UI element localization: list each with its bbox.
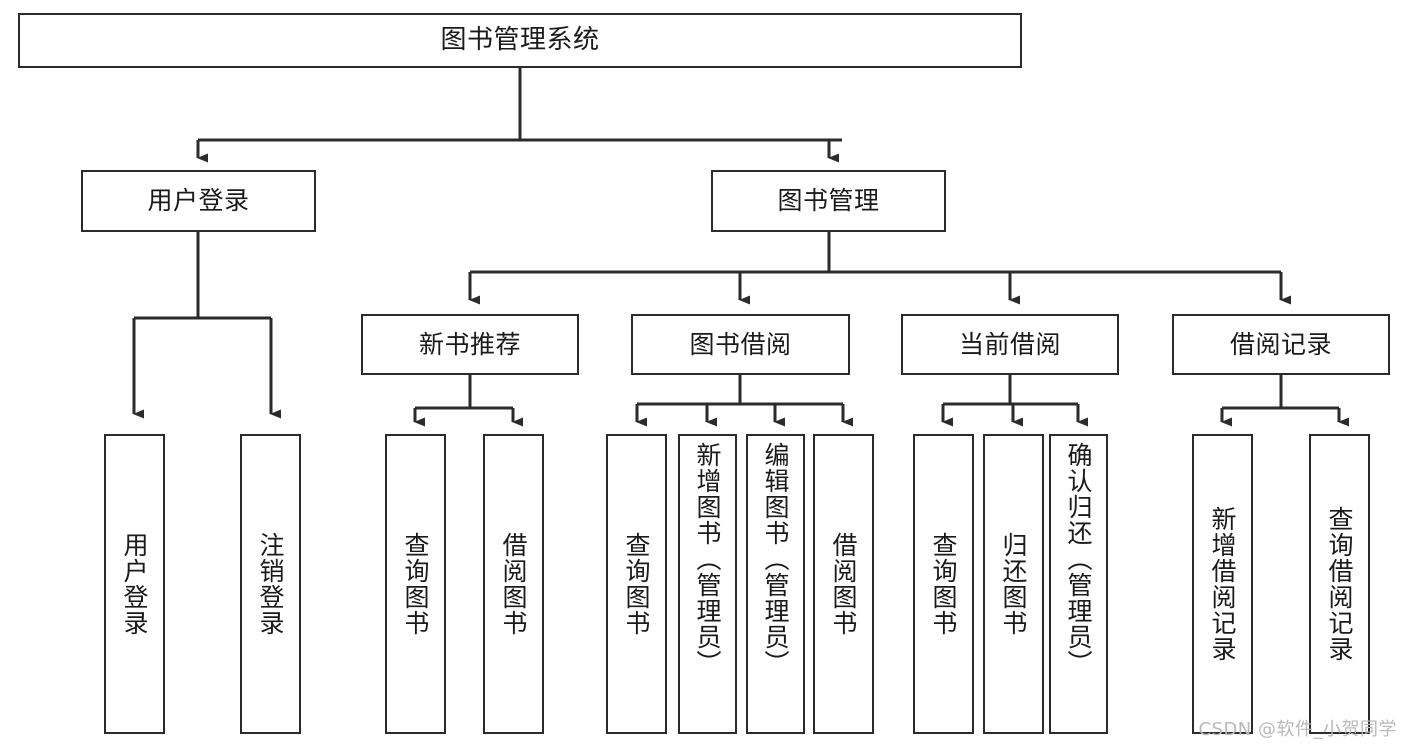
leaf-logout[interactable]: 注销登录 (240, 434, 301, 734)
leaf-confirm-return-admin[interactable]: 确认归还（管理员） (1049, 434, 1108, 734)
watermark-text: CSDN @软件_小贺同学 (1198, 719, 1397, 740)
leaf-query-book-recommend[interactable]: 查询图书 (385, 434, 446, 734)
node-label: 图书借阅 (689, 329, 792, 359)
leaf-borrow-book[interactable]: 借阅图书 (813, 434, 874, 734)
node-label: 借阅图书 (829, 532, 858, 636)
node-book-borrow[interactable]: 图书借阅 (631, 314, 850, 375)
node-new-book-recommend[interactable]: 新书推荐 (361, 314, 579, 375)
leaf-add-borrow-record[interactable]: 新增借阅记录 (1192, 434, 1253, 734)
node-label: 图书管理 (777, 186, 880, 215)
node-label: 新增借阅记录 (1208, 506, 1237, 662)
node-label: 用户登录 (120, 532, 149, 636)
node-label: 归还图书 (999, 532, 1028, 636)
node-root-system[interactable]: 图书管理系统 (18, 13, 1022, 68)
node-book-management[interactable]: 图书管理 (711, 170, 946, 232)
node-label: 注销登录 (256, 532, 285, 636)
node-label: 用户登录 (147, 186, 250, 215)
node-label: 借阅记录 (1229, 329, 1332, 359)
leaf-query-book-current[interactable]: 查询图书 (913, 434, 974, 734)
node-label: 当前借阅 (958, 329, 1061, 359)
node-current-borrow[interactable]: 当前借阅 (901, 314, 1119, 375)
leaf-query-book-borrow[interactable]: 查询图书 (606, 434, 667, 734)
leaf-user-login[interactable]: 用户登录 (104, 434, 165, 734)
node-label: 确认归还（管理员） (1064, 442, 1093, 676)
node-label: 查询图书 (622, 532, 651, 636)
leaf-edit-book-admin[interactable]: 编辑图书（管理员） (746, 434, 805, 734)
node-label: 查询借阅记录 (1325, 506, 1354, 662)
node-label: 借阅图书 (499, 532, 528, 636)
leaf-add-book-admin[interactable]: 新增图书（管理员） (678, 434, 737, 734)
node-label: 新增图书（管理员） (693, 442, 722, 676)
node-user-login[interactable]: 用户登录 (81, 170, 316, 232)
node-label: 新书推荐 (418, 329, 521, 359)
leaf-return-book[interactable]: 归还图书 (983, 434, 1044, 734)
node-borrow-record[interactable]: 借阅记录 (1172, 314, 1390, 375)
node-label: 图书管理系统 (440, 24, 600, 55)
node-label: 编辑图书（管理员） (761, 442, 790, 676)
leaf-query-borrow-record[interactable]: 查询借阅记录 (1309, 434, 1370, 734)
node-label: 查询图书 (401, 532, 430, 636)
node-label: 查询图书 (929, 532, 958, 636)
leaf-borrow-book-recommend[interactable]: 借阅图书 (483, 434, 544, 734)
